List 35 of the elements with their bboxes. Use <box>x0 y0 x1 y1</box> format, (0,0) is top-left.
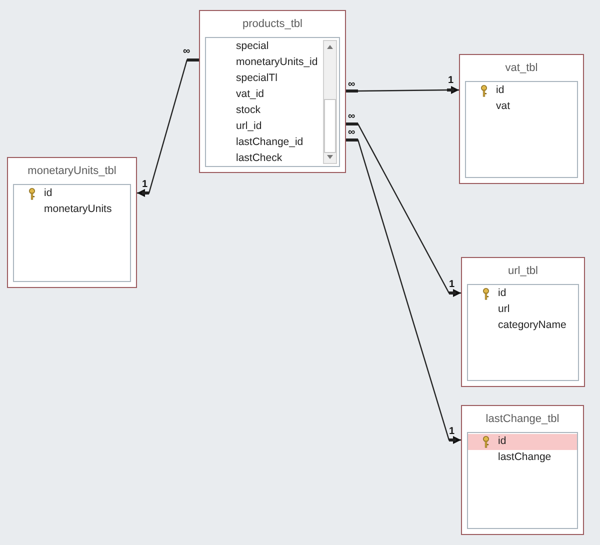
field-name: lastCheck <box>236 151 282 166</box>
table-title: products_tbl <box>242 16 302 32</box>
cardinality-label: ∞ <box>348 128 356 138</box>
table-title: url_tbl <box>508 264 538 279</box>
cardinality-label: 1 <box>449 427 455 437</box>
table-title: monetaryUnits_tbl <box>28 164 116 179</box>
field-name: lastChange <box>498 450 552 466</box>
table-box <box>459 54 584 184</box>
table-box <box>199 10 346 173</box>
table-title: vat_tbl <box>505 60 538 76</box>
field-name: url <box>498 302 510 318</box>
cardinality-label: ∞ <box>348 112 356 122</box>
table-box <box>461 405 584 535</box>
field-name: lastChange_id <box>236 135 304 150</box>
field-name: vat_id <box>236 87 264 102</box>
table-title: lastChange_tbl <box>486 412 560 427</box>
field-name: stock <box>236 103 261 118</box>
field-name: id <box>498 286 506 302</box>
field-name: categoryName <box>498 318 566 334</box>
table-box <box>7 157 137 288</box>
cardinality-label: ∞ <box>348 80 356 90</box>
field-name: url_id <box>236 119 262 134</box>
cardinality-label: 1 <box>449 280 455 290</box>
field-name: monetaryUnits_id <box>236 55 318 70</box>
field-name: id <box>498 434 506 450</box>
field-name: id <box>496 83 504 98</box>
field-name: vat <box>496 99 510 114</box>
field-name: special <box>236 39 269 54</box>
cardinality-label: 1 <box>448 76 454 86</box>
cardinality-label: 1 <box>142 180 148 190</box>
field-name: specialTl <box>236 71 278 86</box>
table-box <box>461 257 585 387</box>
field-name: monetaryUnits <box>44 202 112 218</box>
field-name: id <box>44 186 52 202</box>
cardinality-label: ∞ <box>183 47 190 57</box>
